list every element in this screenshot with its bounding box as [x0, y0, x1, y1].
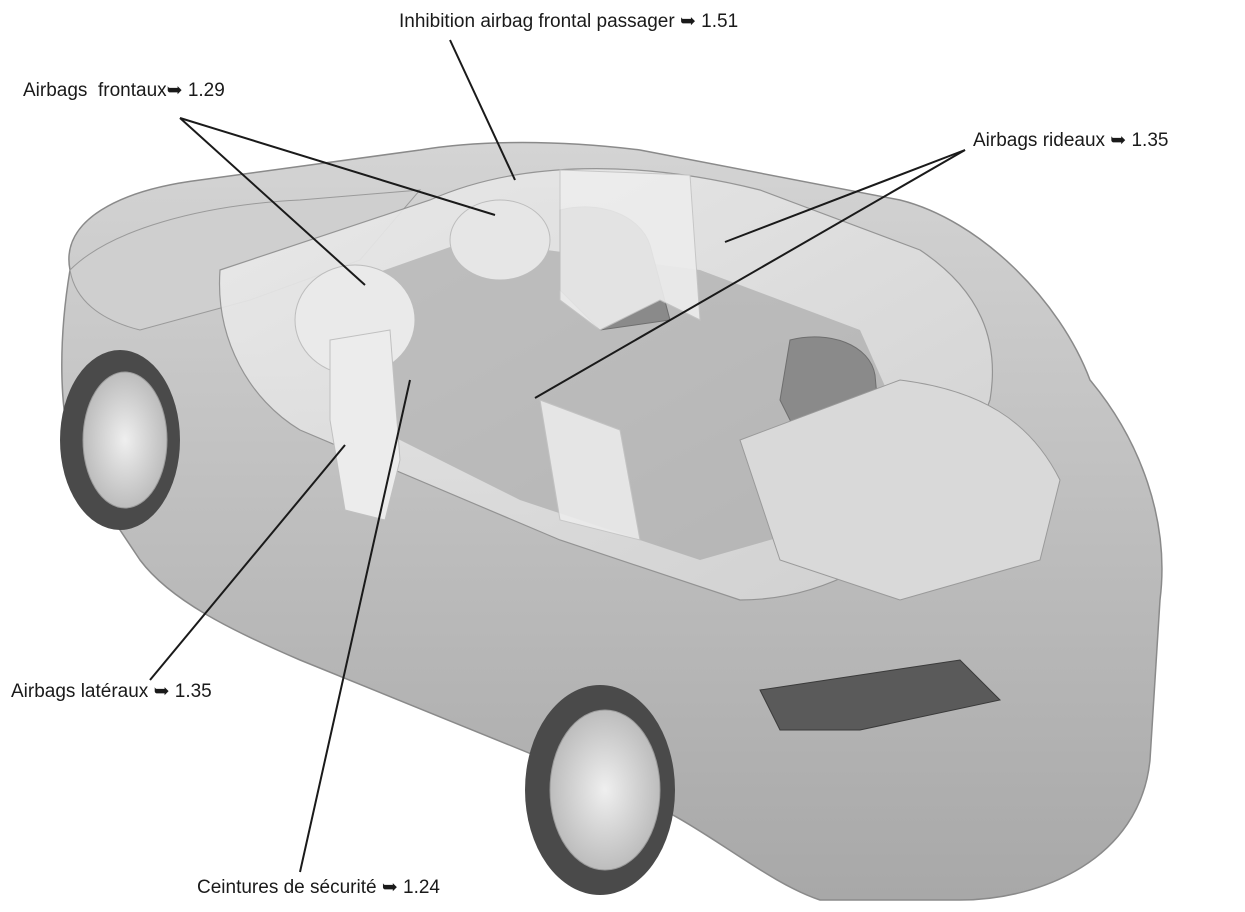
leader-rideaux-rear [724, 149, 966, 243]
rear-hatch-glass [739, 379, 1061, 601]
leader-inhibition [449, 39, 516, 181]
curtain-airbag-rear [539, 399, 641, 541]
callout-airbags-rideaux: Airbags rideaux ➥ 1.35 [973, 130, 1169, 151]
leader-ceintures [299, 379, 411, 873]
tail-light [759, 659, 1002, 731]
leader-rideaux-front [534, 149, 966, 399]
cabin-interior [300, 240, 900, 560]
leader-lateraux [149, 444, 346, 681]
leader-frontaux-driver [179, 117, 366, 286]
leader-frontaux-passenger [179, 117, 496, 216]
car-hood [69, 189, 422, 331]
side-airbag [329, 329, 401, 521]
curtain-airbag [559, 169, 701, 331]
callout-inhibition-airbag-passager: Inhibition airbag frontal passager ➥ 1.5… [399, 11, 739, 32]
callout-airbags-lateraux: Airbags latéraux ➥ 1.35 [11, 681, 212, 702]
front-wheel-rim [82, 371, 168, 509]
callout-airbags-frontaux: Airbags frontaux➥ 1.29 [23, 80, 225, 101]
frontal-airbag-passenger [449, 199, 551, 281]
leader-lines [149, 39, 966, 873]
callout-ceintures-securite: Ceintures de sécurité ➥ 1.24 [197, 877, 440, 898]
rear-wheel-rim [549, 709, 661, 871]
